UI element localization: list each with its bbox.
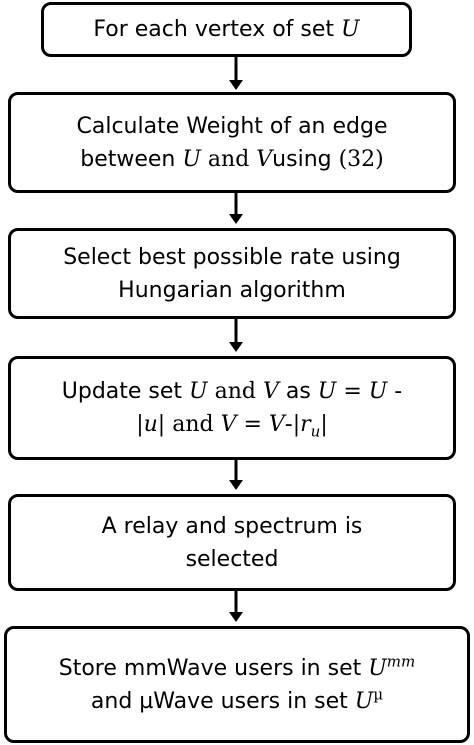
step-3-line-2: Hungarian algorithm [118,277,346,303]
arrowhead-2-3 [229,214,243,224]
arrowhead-4-5 [229,480,243,490]
step-4-var-u: U [189,379,208,404]
step-1-box: For each vertex of set U [41,2,412,57]
step-4-equation-u: U = U [317,379,388,404]
step-3-box: Select best possible rate using Hungaria… [8,228,456,319]
step-6-text-uwave: and µWave users in set [90,688,355,714]
step-6-box: Store mmWave users in set Umm and µWave … [4,626,470,743]
step-6-var-u-mm: U [368,655,387,681]
step-6-superscript-mu: µ [373,685,384,704]
step-6-line-1: Store mmWave users in set Umm [59,652,415,685]
step-4-line-2: |u| and V = V-|ru| [136,408,328,441]
step-2-text-and: and [200,146,257,172]
arrowhead-3-4 [229,342,243,352]
step-2-line-2: between U and Vusing (32) [80,143,384,176]
step-4-var-v: V [262,379,279,404]
step-2-var-u: U [182,146,201,172]
arrowhead-1-2 [229,80,243,90]
step-4-text-and: and [207,379,263,404]
step-4-abs-u: |u| [136,412,166,437]
step-4-text-and-2: and [165,412,221,437]
step-1-var-u: U [341,17,360,42]
step-6-line-2: and µWave users in set Uµ [91,685,383,718]
step-5-line-2: selected [185,546,279,572]
step-5-box: A relay and spectrum is selected [8,494,456,591]
step-2-text-between: between [80,146,183,172]
step-4-text-update: Update set [61,379,190,404]
step-4-abs-close: | [320,412,328,437]
step-4-line-1: Update set U and V as U = U - [62,375,402,408]
step-2-line-1: Calculate Weight of an edge [76,113,388,139]
arrowhead-5-6 [229,612,243,622]
step-6-var-u-mu: U [354,688,374,714]
step-4-equation-v: V = V [220,412,285,437]
step-6-text-mmwave: Store mmWave users in set [58,655,369,681]
step-4-minus: - [387,379,403,404]
step-4-subscript-u: u [310,422,321,441]
step-2-var-v: V [256,146,273,172]
step-6-superscript-mm: mm [386,652,416,671]
step-1-text: For each vertex of set [93,17,342,42]
step-5-line-1: A relay and spectrum is [101,513,363,539]
step-2-box: Calculate Weight of an edge between U an… [8,92,456,193]
step-4-text-as: as [278,379,318,404]
step-4-minus-2: - [284,412,293,437]
step-2-equation-ref: (32) [338,146,384,172]
step-1-line: For each vertex of set U [93,13,359,46]
step-4-abs-r: |r [292,412,311,437]
step-2-text-using: using [272,146,339,172]
step-4-box: Update set U and V as U = U - |u| and V … [8,356,456,460]
step-3-line-1: Select best possible rate using [63,244,401,270]
